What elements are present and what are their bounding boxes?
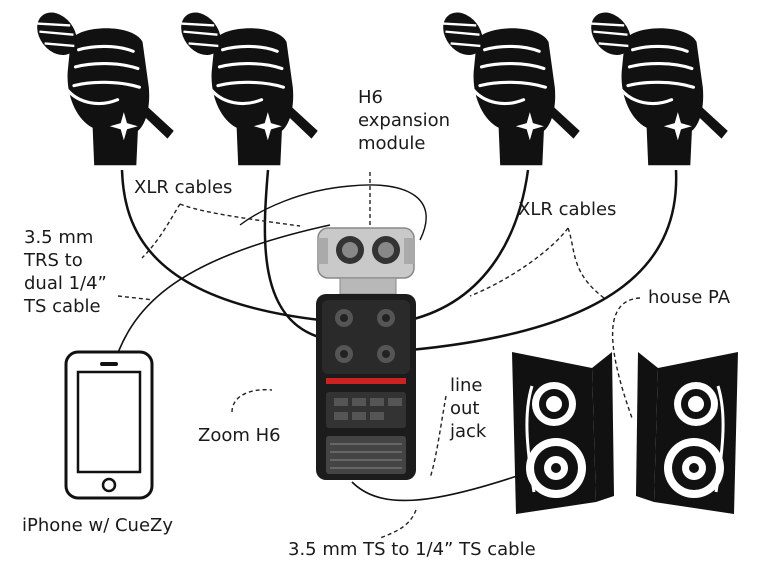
microphone-fist-icon <box>171 3 320 167</box>
xlr-cable-2 <box>263 169 323 340</box>
trs-cable-branch <box>239 184 427 241</box>
h6-module-label: H6 expansion module <box>358 87 451 154</box>
speaker-icon <box>510 350 616 516</box>
microphone-fist-icon <box>581 3 730 167</box>
xlr-cables-label-left: XLR cables <box>134 177 233 198</box>
speaker-icon <box>634 350 740 516</box>
ts-cable-label: 3.5 mm TS to 1/4” TS cable <box>288 539 536 560</box>
microphone-fist-icon <box>433 3 582 167</box>
xlr-cable-4 <box>409 169 678 352</box>
iphone-label: iPhone w/ CueZy <box>22 515 174 536</box>
expansion-module-icon <box>317 227 415 295</box>
house-pa-label: house PA <box>648 287 731 308</box>
xlr-cables-label-right: XLR cables <box>518 199 617 220</box>
zoom-h6-label: Zoom H6 <box>198 425 281 446</box>
microphone-fist-icon <box>27 3 176 167</box>
ts-cable <box>351 474 521 502</box>
trs-cable-label: 3.5 mm TRS to dual 1/4” TS cable <box>24 227 107 317</box>
trs-cable <box>111 224 331 371</box>
smartphone-icon <box>64 350 154 500</box>
leader-lines <box>117 172 641 539</box>
xlr-cable-3 <box>409 169 530 322</box>
zoom-h6-recorder-icon <box>316 294 416 480</box>
xlr-cable-1 <box>120 169 321 322</box>
line-out-jack-label: line out jack <box>450 375 487 442</box>
